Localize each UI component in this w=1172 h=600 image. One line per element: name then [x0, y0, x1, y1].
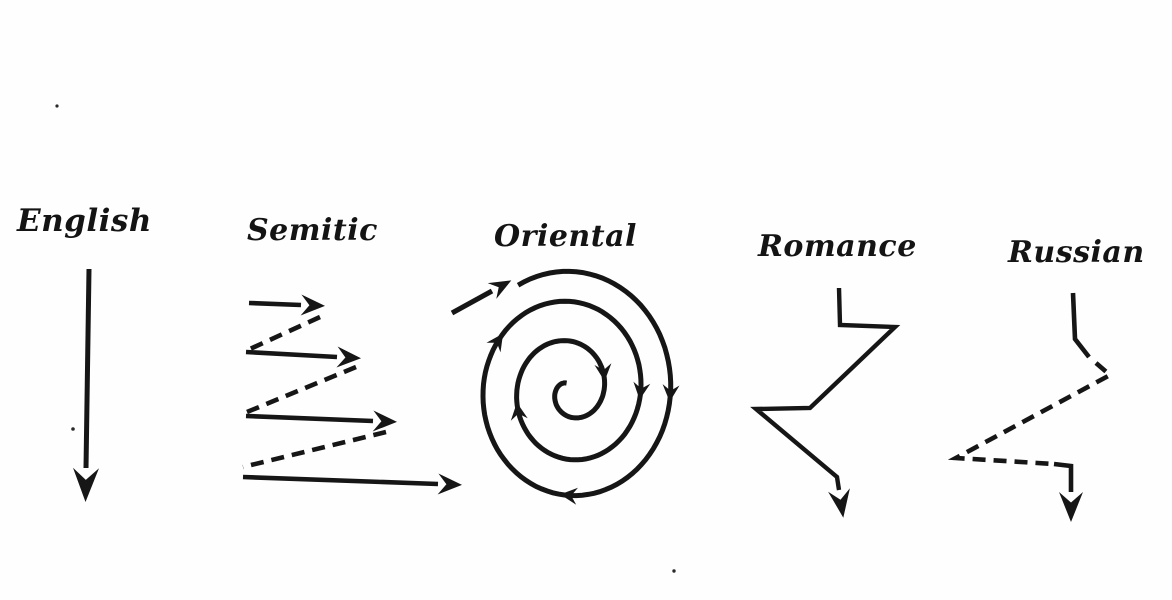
semitic-stroke-3-dashed [246, 364, 357, 415]
label-semitic: Semitic [247, 213, 378, 248]
oriental-spiral-arrowhead [486, 333, 504, 353]
oriental-arrowhead [487, 280, 512, 299]
russian-stroke-0 [1070, 292, 1091, 359]
semitic-arrowhead [300, 294, 325, 316]
semitic-stroke-1-dashed [249, 314, 321, 352]
russian-stroke-1-dashed [947, 361, 1115, 467]
label-russian: Russian [1008, 235, 1145, 270]
semitic-stroke-6 [242, 474, 439, 487]
russian-arrowhead [1059, 492, 1083, 522]
romance-stroke-0 [750, 287, 901, 491]
label-oriental: Oriental [494, 219, 637, 254]
scan-speck-2 [672, 569, 676, 573]
english-arrowhead [73, 467, 99, 502]
semitic-arrowhead [336, 346, 361, 368]
semitic-arrowhead [372, 410, 397, 432]
romance-arrowhead [828, 488, 850, 518]
oriental-spiral-arrowhead [510, 402, 528, 421]
oriental-spiral-arrowhead [633, 381, 651, 400]
semitic-stroke-5-dashed [242, 429, 387, 470]
scan-speck-1 [71, 427, 75, 431]
semitic-stroke-4 [245, 413, 374, 424]
label-english: English [17, 203, 152, 239]
oriental-spiral-arrowhead [560, 487, 578, 505]
semitic-arrowhead [437, 473, 462, 495]
russian-stroke-2 [1053, 461, 1074, 492]
semitic-stroke-2 [245, 349, 338, 360]
english-stroke-0 [83, 268, 92, 469]
oriental-spiral-path [480, 268, 674, 499]
oriental-spiral-arrowhead [594, 363, 612, 382]
oriental-stroke-0 [450, 288, 494, 316]
scan-speck-0 [55, 104, 59, 108]
oriental-spiral-arrowhead [662, 384, 680, 402]
label-romance: Romance [758, 229, 917, 264]
semitic-stroke-0 [248, 300, 302, 308]
